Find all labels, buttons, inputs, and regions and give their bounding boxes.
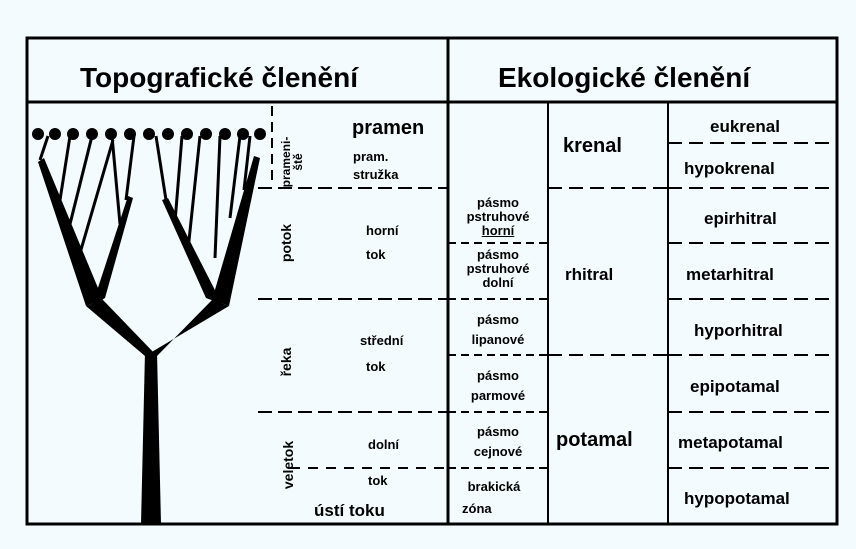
header-ecological: Ekologické členění bbox=[498, 64, 750, 92]
section-potok: potok bbox=[279, 223, 293, 263]
header-topographic: Topografické členění bbox=[80, 64, 358, 92]
label-dolni-tok: tok bbox=[368, 474, 388, 487]
label-pramen: pramen bbox=[352, 118, 424, 138]
label-struzka: stružka bbox=[353, 168, 399, 181]
subregion-epirhitral: epirhitral bbox=[704, 210, 777, 227]
section-reka: řeka bbox=[279, 342, 293, 382]
region-potamal: potamal bbox=[556, 430, 633, 450]
section-veletok: veletok bbox=[281, 435, 295, 495]
subregion-hypokrenal: hypokrenal bbox=[684, 160, 775, 177]
river-tree-icon bbox=[32, 128, 266, 524]
subregion-epipotamal: epipotamal bbox=[690, 378, 780, 395]
region-krenal: krenal bbox=[563, 136, 622, 156]
label-horni: horní bbox=[366, 224, 399, 237]
label-usti-toku: ústí toku bbox=[314, 502, 385, 519]
label-dolni: dolní bbox=[368, 438, 399, 451]
label-pram: pram. bbox=[353, 150, 388, 163]
label-stredni-tok: tok bbox=[366, 360, 386, 373]
subregion-metapotamal: metapotamal bbox=[678, 434, 783, 451]
subregion-hyporhitral: hyporhitral bbox=[694, 322, 783, 339]
subregion-eukrenal: eukrenal bbox=[710, 118, 780, 135]
subregion-hypopotamal: hypopotamal bbox=[684, 490, 790, 507]
subregion-metarhitral: metarhitral bbox=[686, 266, 774, 283]
region-rhitral: rhitral bbox=[565, 266, 613, 283]
label-stredni: střední bbox=[360, 334, 403, 347]
label-horni-tok: tok bbox=[366, 248, 386, 261]
section-prameniste: prameni- ště bbox=[280, 132, 304, 192]
